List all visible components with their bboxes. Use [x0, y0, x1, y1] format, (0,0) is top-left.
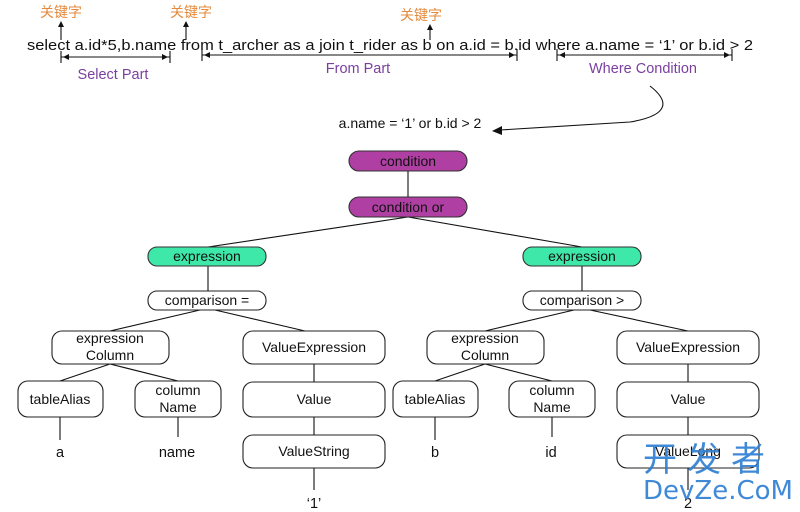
arrowhead-icon — [183, 21, 189, 27]
where-condition-bracket — [556, 49, 733, 61]
node-expression-left: expression — [147, 246, 267, 267]
watermark-cn: 开发者 — [643, 440, 775, 480]
keyword-label-select: 关键字 — [40, 5, 82, 21]
keyword-label-from: 关键字 — [170, 5, 212, 21]
where-condition-label: Where Condition — [589, 61, 697, 77]
watermark: 开发者 DevZe.CoM — [643, 440, 793, 506]
node-value-string: ValueString — [242, 434, 386, 469]
node-value-expression-right: ValueExpression — [616, 330, 760, 365]
node-table-alias-right-label: tableAlias — [405, 391, 466, 407]
node-value-right-label: Value — [671, 391, 706, 407]
node-condition-or-label: condition or — [372, 199, 445, 215]
arrowhead-icon — [427, 24, 433, 30]
leaf-value-1: ‘1’ — [307, 496, 322, 512]
node-condition: condition — [348, 150, 468, 172]
node-value-long: ValueLong — [616, 434, 760, 469]
node-condition-or: condition or — [348, 196, 468, 218]
node-comparison-gt: comparison > — [522, 290, 642, 311]
from-part-label: From Part — [326, 61, 390, 77]
node-comparison-eq-label: comparison = — [165, 292, 249, 308]
watermark-en: DevZe.CoM — [643, 476, 793, 506]
leaf-id: id — [545, 445, 556, 461]
node-expression-right: expression — [522, 246, 642, 267]
node-value-expression-left: ValueExpression — [242, 330, 386, 365]
node-value-left-label: Value — [297, 391, 332, 407]
arrowhead-icon — [492, 126, 502, 135]
node-table-alias-left: tableAlias — [17, 380, 104, 418]
node-comparison-eq: comparison = — [147, 290, 267, 311]
node-expression-left-label: expression — [173, 248, 241, 264]
node-comparison-gt-label: comparison > — [540, 292, 624, 308]
leaf-alias-b: b — [431, 445, 439, 461]
tree-edges — [59, 171, 689, 490]
node-value-expression-left-label: ValueExpression — [262, 339, 366, 355]
leaf-name: name — [159, 445, 195, 461]
keyword-arrows — [58, 21, 433, 40]
from-part-bracket — [201, 49, 518, 61]
select-part-bracket — [60, 51, 171, 63]
node-table-alias-left-label: tableAlias — [30, 391, 91, 407]
keyword-label-where: 关键字 — [400, 8, 442, 24]
where-expression: a.name = ‘1’ or b.id > 2 — [339, 115, 482, 131]
node-condition-label: condition — [380, 153, 436, 169]
arrowhead-icon — [58, 21, 64, 27]
sql-statement: select a.id*5,b.name from t_archer as a … — [27, 38, 753, 54]
node-expression-right-label: expression — [548, 248, 616, 264]
node-value-long-label: ValueLong — [655, 443, 721, 459]
node-table-alias-right: tableAlias — [392, 380, 479, 418]
node-value-string-label: ValueString — [278, 443, 349, 459]
leaf-value-2: 2 — [684, 496, 692, 512]
select-part-label: Select Part — [78, 67, 149, 83]
node-value-left: Value — [242, 381, 386, 418]
node-value-expression-right-label: ValueExpression — [636, 339, 740, 355]
leaf-alias-a: a — [56, 445, 65, 461]
node-value-right: Value — [616, 381, 760, 418]
where-arrow — [499, 85, 664, 131]
